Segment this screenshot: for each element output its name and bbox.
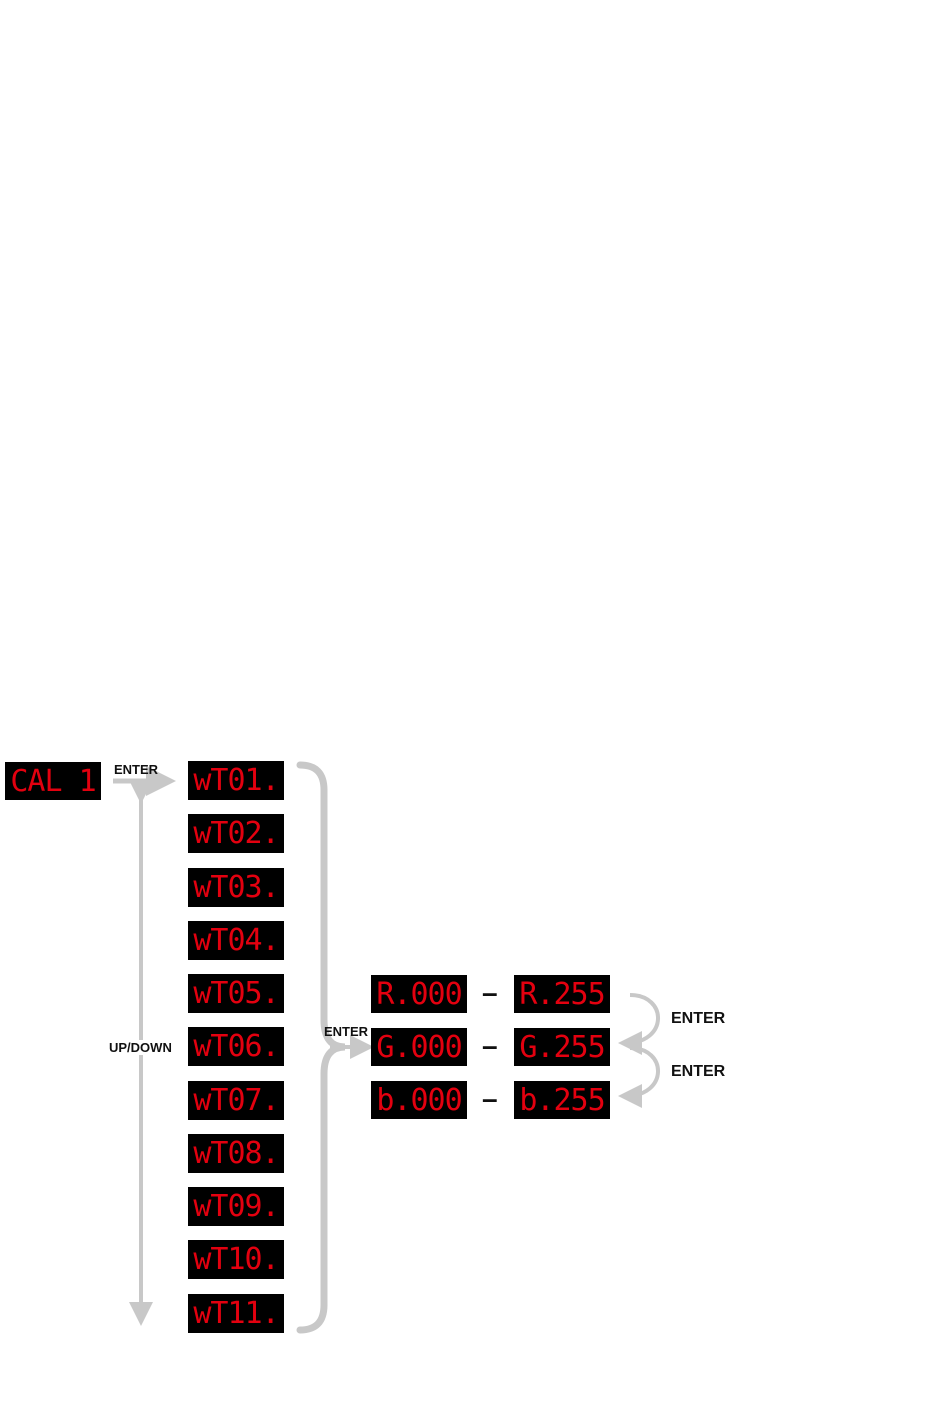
menu-display-wt07: wT07.	[188, 1081, 284, 1120]
blue-min-display: b.000	[371, 1081, 467, 1119]
menu-display-wt03: wT03.	[188, 868, 284, 907]
curved-arrow-1	[626, 995, 658, 1043]
up-down-label: UP/DOWN	[108, 1040, 173, 1055]
red-max-display: R.255	[514, 975, 610, 1013]
menu-display-wt02: wT02.	[188, 814, 284, 853]
menu-display-wt01: wT01.	[188, 761, 284, 800]
enter-label-right-1: ENTER	[671, 1010, 725, 1028]
enter-label-top: ENTER	[114, 762, 158, 777]
green-max-display: G.255	[514, 1028, 610, 1066]
enter-label-right-2: ENTER	[671, 1063, 725, 1081]
cal-display: CAL 1	[5, 762, 101, 800]
menu-display-wt10: wT10.	[188, 1240, 284, 1279]
green-range-dash: –	[482, 1030, 498, 1062]
enter-label-middle: ENTER	[324, 1024, 368, 1039]
curved-arrow-2	[626, 1048, 658, 1096]
menu-display-wt08: wT08.	[188, 1134, 284, 1173]
red-range-dash: –	[482, 977, 498, 1009]
menu-display-wt04: wT04.	[188, 921, 284, 960]
menu-display-wt09: wT09.	[188, 1187, 284, 1226]
blue-range-dash: –	[482, 1083, 498, 1115]
blue-max-display: b.255	[514, 1081, 610, 1119]
menu-display-wt11: wT11.	[188, 1294, 284, 1333]
red-min-display: R.000	[371, 975, 467, 1013]
green-min-display: G.000	[371, 1028, 467, 1066]
menu-display-wt05: wT05.	[188, 974, 284, 1013]
menu-display-wt06: wT06.	[188, 1027, 284, 1066]
